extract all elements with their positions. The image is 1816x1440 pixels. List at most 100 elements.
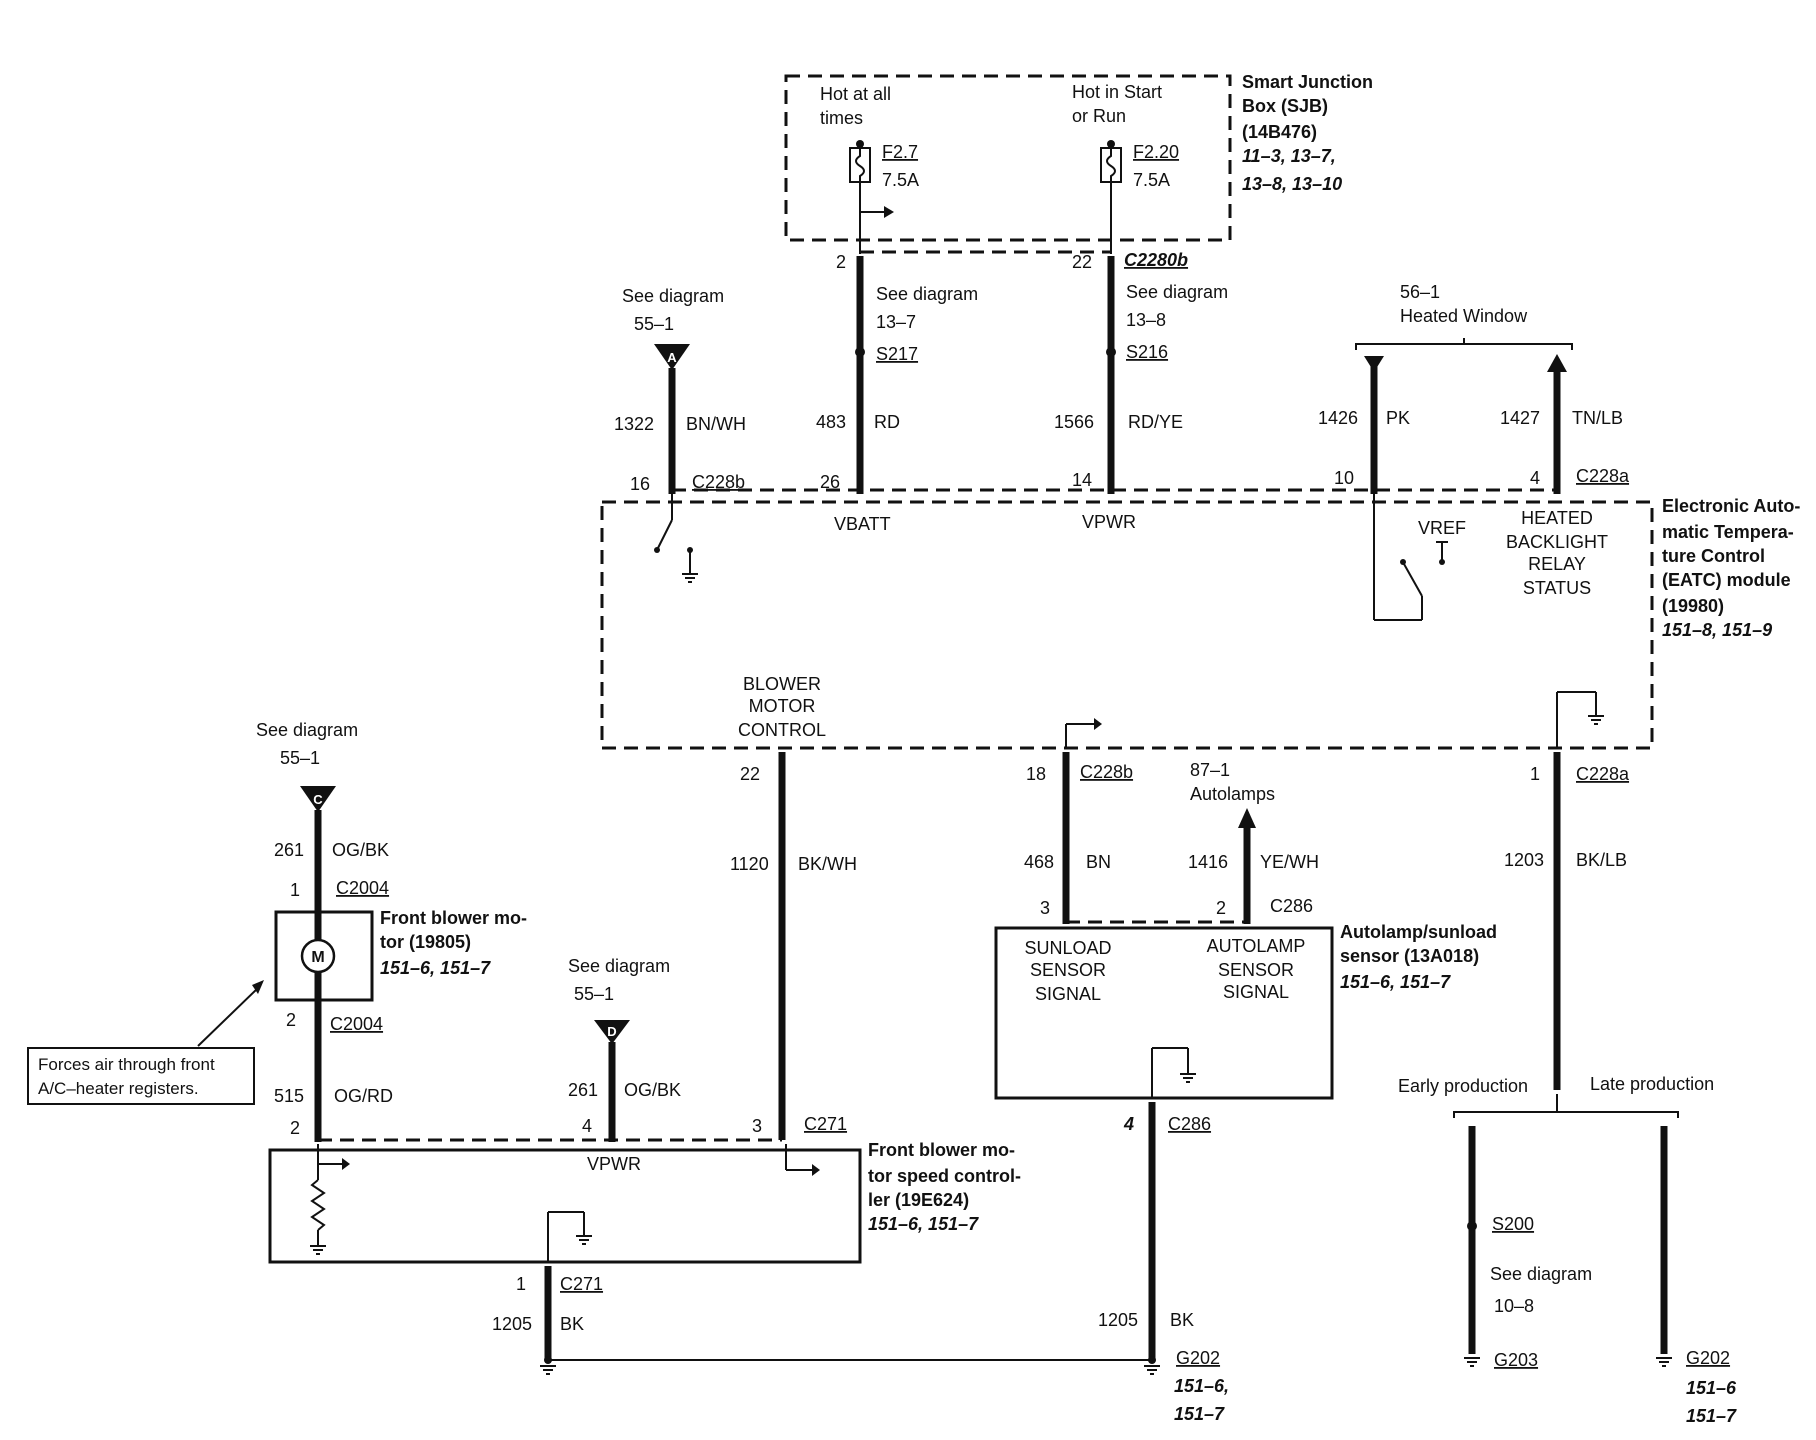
see-diagram-55-1-c: See diagram bbox=[256, 720, 358, 740]
autolamp-title-2: sensor (13A018) bbox=[1340, 946, 1479, 966]
arrow-right-icon bbox=[860, 206, 894, 218]
ground-g202-icon bbox=[540, 1356, 1160, 1375]
speed-controller: VPWR Front blower mo- to bbox=[268, 1140, 1021, 1264]
pin-4-c286: 4 bbox=[1123, 1114, 1134, 1134]
splice-s216: S216 bbox=[1126, 342, 1168, 362]
pin-1-c271: 1 bbox=[516, 1274, 526, 1294]
resistor-icon bbox=[310, 1144, 350, 1255]
circuit-1322: 1322 bbox=[614, 414, 654, 434]
see-diagram-13-8-num: 13–8 bbox=[1126, 310, 1166, 330]
pin-2-c2004: 2 bbox=[286, 1010, 296, 1030]
eatc-vbatt-label: VBATT bbox=[834, 514, 891, 534]
eatc-module: VBATT VPWR VREF HEATED BACKLI bbox=[600, 494, 1800, 750]
speed-title-2: tor speed control- bbox=[868, 1166, 1021, 1186]
circuit-1205-sensor: 1205 bbox=[1098, 1310, 1138, 1330]
connector-c-letter: C bbox=[313, 792, 323, 807]
fuse-f2-20-label: F2.20 bbox=[1133, 142, 1179, 162]
see-diagram-10-8-num: 10–8 bbox=[1494, 1296, 1534, 1316]
see-diagram-55-1-a-num: 55–1 bbox=[634, 314, 674, 334]
connector-c-icon: C bbox=[300, 786, 336, 812]
controller-ground-icon bbox=[547, 1211, 592, 1262]
fuse-f2-7-icon bbox=[849, 140, 871, 254]
autolamp-sensor-box bbox=[994, 926, 1334, 1100]
arrow-up-icon-autolamps bbox=[1238, 808, 1256, 828]
connector-c228b-mid: C228b bbox=[1080, 762, 1133, 782]
connector-c228b-top: C228b bbox=[692, 472, 745, 492]
splice-s200: S200 bbox=[1492, 1214, 1534, 1234]
ground-g202-late-refs-1: 151–6 bbox=[1686, 1378, 1737, 1398]
pin-4-c271: 4 bbox=[582, 1116, 592, 1136]
sjb-refs-1: 11–3, 13–7, bbox=[1242, 146, 1336, 166]
pin-22-bmc: 22 bbox=[740, 764, 760, 784]
speed-refs: 151–6, 151–7 bbox=[868, 1214, 979, 1234]
circuit-1427: 1427 bbox=[1500, 408, 1540, 428]
connector-c271-top: C271 bbox=[804, 1114, 847, 1134]
circuit-468-color: BN bbox=[1086, 852, 1111, 872]
vref-switch-icon bbox=[1373, 494, 1448, 621]
heated-window-label: Heated Window bbox=[1400, 306, 1528, 326]
connector-c271-bottom: C271 bbox=[560, 1274, 603, 1294]
circuit-515: 515 bbox=[274, 1086, 304, 1106]
motor-refs: 151–6, 151–7 bbox=[380, 958, 491, 978]
see-diagram-10-8: See diagram bbox=[1490, 1264, 1592, 1284]
connector-c2004-top: C2004 bbox=[336, 878, 389, 898]
autolamp-label-1: AUTOLAMP bbox=[1207, 936, 1306, 956]
see-diagram-55-1-a: See diagram bbox=[622, 286, 724, 306]
splice-s217: S217 bbox=[876, 344, 918, 364]
connector-c228a-top: C228a bbox=[1576, 466, 1630, 486]
circuit-1120: 1120 bbox=[730, 854, 769, 874]
fuse-f2-20-icon bbox=[1100, 140, 1122, 254]
sjb-refs-2: 13–8, 13–10 bbox=[1242, 174, 1342, 194]
connector-c2004-bottom: C2004 bbox=[330, 1014, 383, 1034]
pin-3-c271: 3 bbox=[752, 1116, 762, 1136]
circuit-1426: 1426 bbox=[1318, 408, 1358, 428]
speed-title-1: Front blower mo- bbox=[868, 1140, 1015, 1160]
eatc-outline bbox=[600, 500, 1654, 750]
circuit-1427-color: TN/LB bbox=[1572, 408, 1623, 428]
speed-vpwr-label: VPWR bbox=[587, 1154, 641, 1174]
front-blower-motor: See diagram 55–1 C 261 OG/BK 1 C2004 M F… bbox=[256, 720, 527, 1142]
reference-flag-icon-2 bbox=[785, 1144, 820, 1176]
circuit-261-motor-color: OG/BK bbox=[332, 840, 389, 860]
connector-c286-bottom: C286 bbox=[1168, 1114, 1211, 1134]
pin-14-label: 14 bbox=[1072, 470, 1092, 490]
sjb-hot-all-label: Hot at all bbox=[820, 84, 891, 104]
eatc-title-5: (19980) bbox=[1662, 596, 1724, 616]
fuse-f2-7-rating: 7.5A bbox=[882, 170, 919, 190]
circuit-261-speed-color: OG/BK bbox=[624, 1080, 681, 1100]
circuit-1416-color: YE/WH bbox=[1260, 852, 1319, 872]
pin-1-c228a: 1 bbox=[1530, 764, 1540, 784]
connector-d-icon: D bbox=[594, 1020, 630, 1044]
connector-a-icon: A bbox=[654, 344, 690, 370]
eatc-title-3: ture Control bbox=[1662, 546, 1765, 566]
sjb-title-1: Smart Junction bbox=[1242, 72, 1373, 92]
ground-g202-label: G202 bbox=[1176, 1348, 1220, 1368]
autolamp-sunload-sensor: SUNLOAD SENSOR SIGNAL AUTOLAMP SENSOR SI… bbox=[994, 922, 1497, 1100]
ground-g202-late-icon bbox=[1656, 1357, 1672, 1367]
bmc-label-3: CONTROL bbox=[738, 720, 826, 740]
eatc-title-1: Electronic Auto- bbox=[1662, 496, 1800, 516]
connector-c286-top: C286 bbox=[1270, 896, 1313, 916]
heated-window-bracket bbox=[1355, 343, 1573, 350]
autolamp-label-3: SIGNAL bbox=[1223, 982, 1289, 1002]
see-diagram-55-1-c-num: 55–1 bbox=[280, 748, 320, 768]
callout-text-1: Forces air through front bbox=[38, 1055, 215, 1074]
pin-2-c286: 2 bbox=[1216, 898, 1226, 918]
ground-g202-late-label: G202 bbox=[1686, 1348, 1730, 1368]
eatc-refs: 151–8, 151–9 bbox=[1662, 620, 1772, 640]
eatc-title-4: (EATC) module bbox=[1662, 570, 1791, 590]
circuit-483-color: RD bbox=[874, 412, 900, 432]
motor-callout: Forces air through front A/C–heater regi… bbox=[27, 980, 264, 1105]
sjb-hot-start-label: Hot in Start bbox=[1072, 82, 1162, 102]
hbrs-label-3: RELAY bbox=[1528, 554, 1586, 574]
see-diagram-55-1-d: See diagram bbox=[568, 956, 670, 976]
autolamp-refs: 151–6, 151–7 bbox=[1340, 972, 1451, 992]
callout-arrow-icon bbox=[252, 980, 264, 994]
circuit-483: 483 bbox=[816, 412, 846, 432]
early-production-label: Early production bbox=[1398, 1076, 1528, 1096]
switch-icon bbox=[654, 494, 693, 574]
late-production-label: Late production bbox=[1590, 1074, 1714, 1094]
circuit-1205-sensor-color: BK bbox=[1170, 1310, 1194, 1330]
sunload-label-1: SUNLOAD bbox=[1024, 938, 1111, 958]
